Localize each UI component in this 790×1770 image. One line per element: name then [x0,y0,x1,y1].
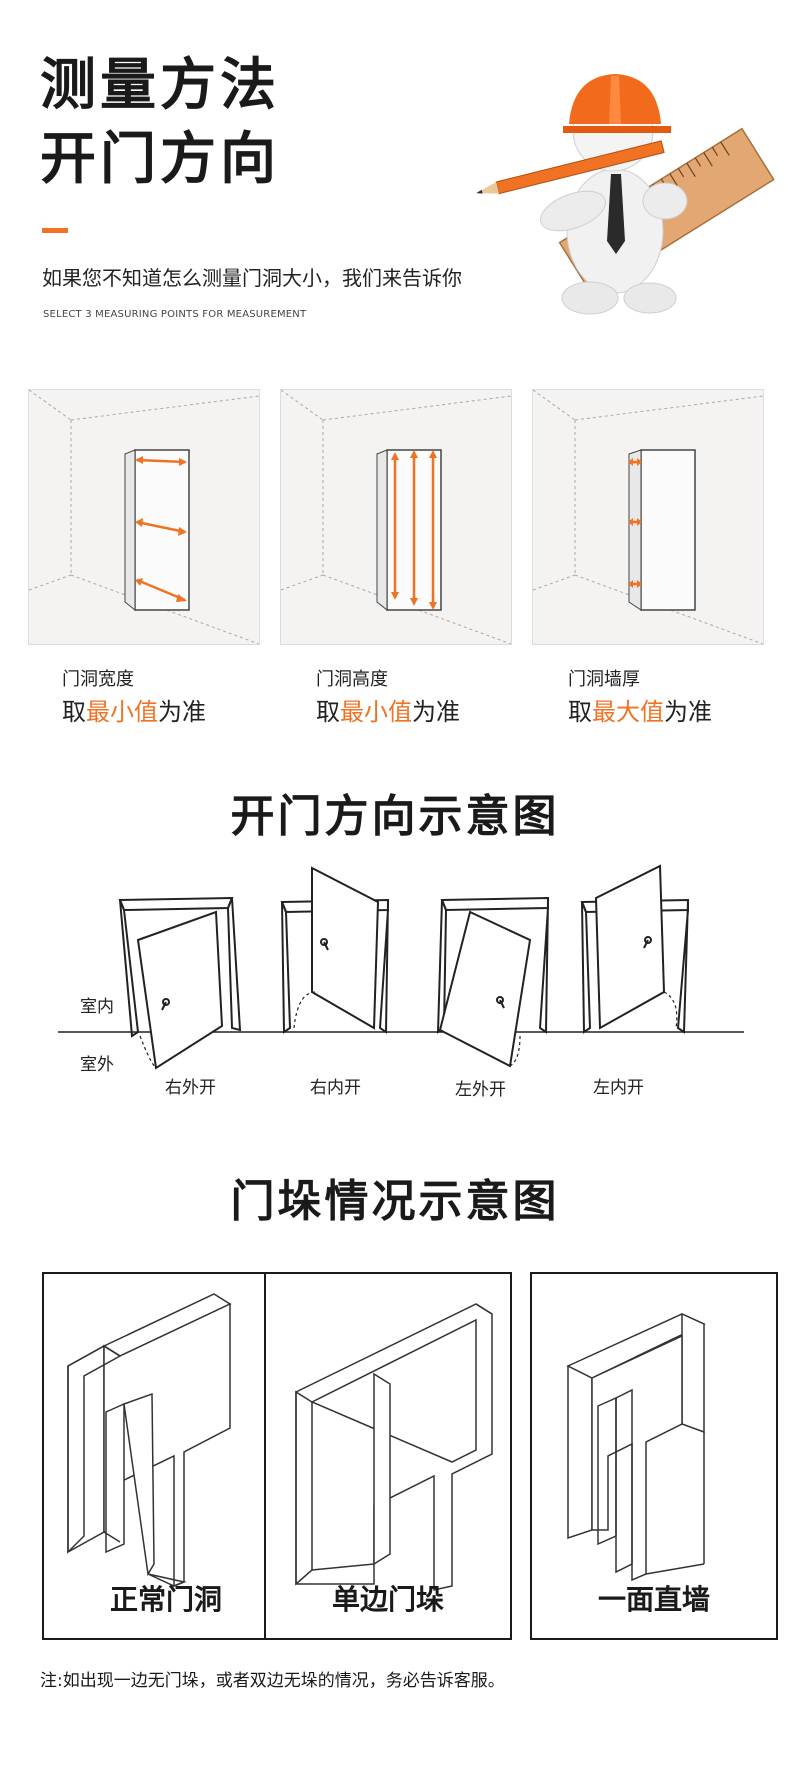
measure-label-width: 门洞宽度 [62,669,134,690]
jamb-caption-single: 单边门垛 [331,1583,444,1616]
door-right-inward [280,866,389,1034]
page-subtitle-english: SELECT 3 MEASURING POINTS FOR MEASUREMEN… [43,309,307,320]
direction-label-2: 右内开 [310,1078,361,1098]
outdoor-label: 室外 [80,1055,114,1075]
jamb-box-flat: 一面直墙 [530,1272,778,1640]
door-right-outward [118,896,242,1070]
measure-panel-width [28,389,260,645]
measure-panel-height [280,389,512,645]
indoor-label: 室内 [80,997,114,1017]
accent-bar [42,228,68,233]
measure-label-height: 门洞高度 [316,669,388,690]
measure-rule-width: 取最小值为准 [62,698,206,726]
measure-panel-thickness [532,389,764,645]
jamb-box-single: 单边门垛 [264,1272,512,1640]
door-direction-diagram [58,864,744,1070]
direction-label-3: 左外开 [455,1080,506,1100]
pencil-icon [476,140,665,195]
measure-label-thickness: 门洞墙厚 [568,669,640,690]
page-title-line1: 测量方法 [40,53,280,118]
door-left-inward [580,864,689,1034]
mascot-illustration [476,74,775,315]
direction-label-1: 右外开 [165,1078,216,1098]
measure-rule-thickness: 取最大值为准 [568,698,712,726]
measure-rule-height: 取最小值为准 [316,698,460,726]
jamb-caption-normal: 正常门洞 [109,1583,222,1616]
door-left-outward [436,896,549,1068]
direction-label-4: 左内开 [593,1078,644,1098]
door-jamb-title: 门垛情况示意图 [230,1176,560,1227]
jamb-caption-flat: 一面直墙 [597,1583,710,1616]
jamb-box-normal: 正常门洞 [42,1272,290,1640]
door-direction-title: 开门方向示意图 [230,791,560,842]
footer-note: 注:如出现一边无门垛，或者双边无垛的情况，务必告诉客服。 [40,1671,505,1691]
page-subtitle: 如果您不知道怎么测量门洞大小，我们来告诉你 [42,266,462,290]
page-title-line2: 开门方向 [40,127,280,192]
